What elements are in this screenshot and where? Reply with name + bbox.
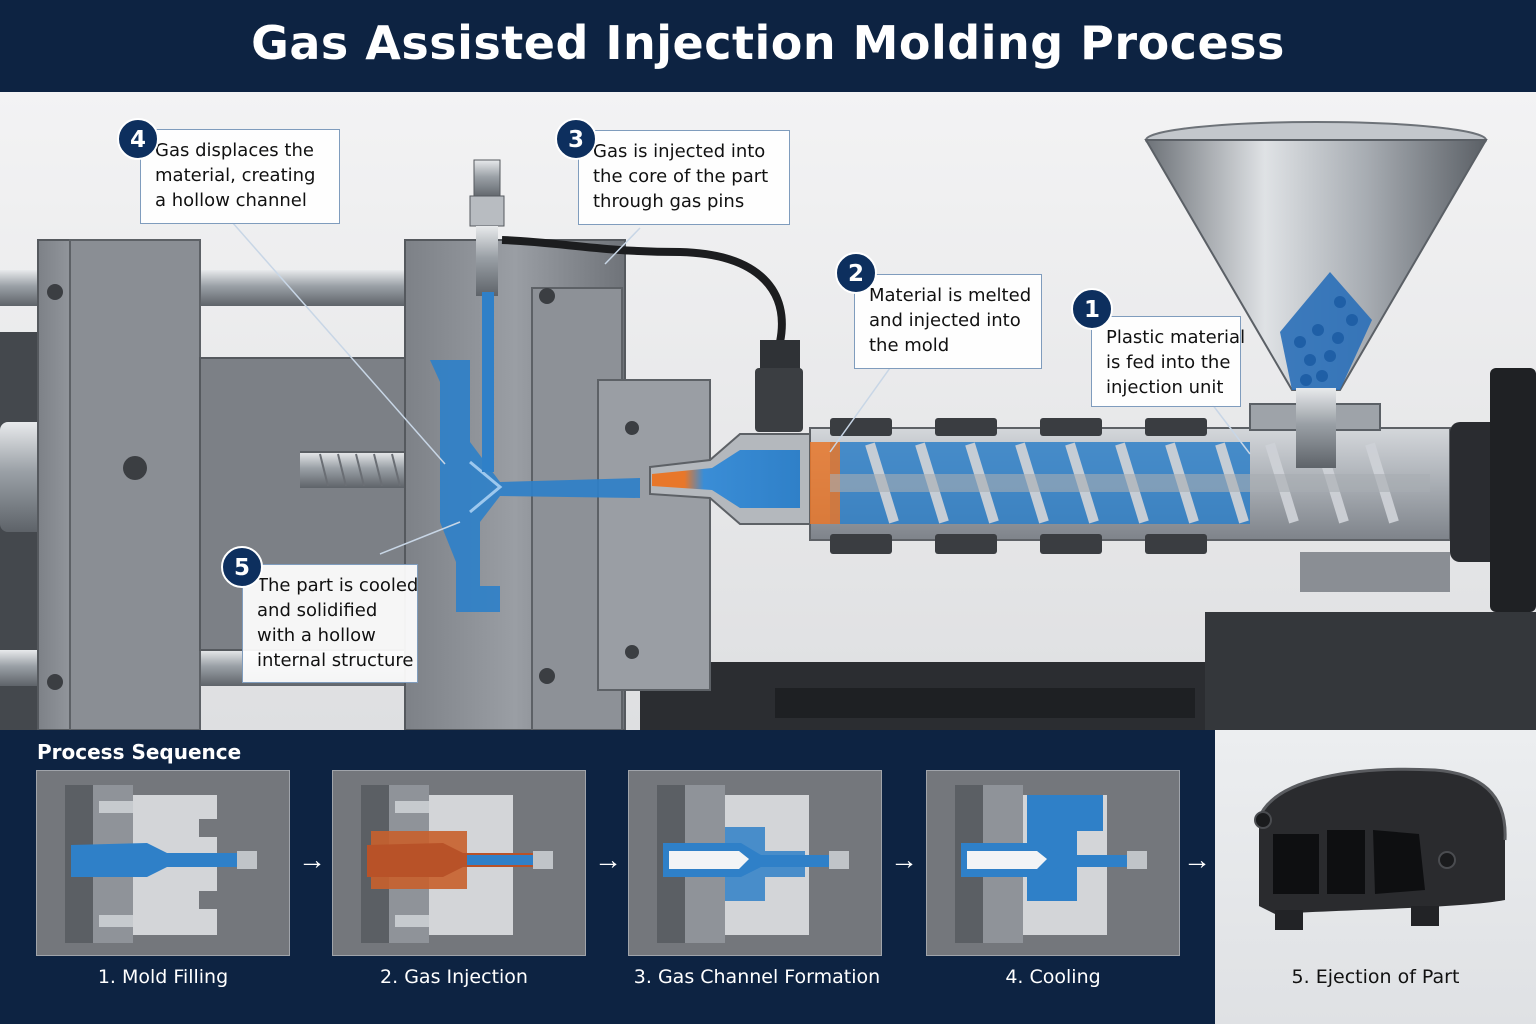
callout-3-line-1: Gas is injected into: [593, 141, 766, 162]
step-4-label: 4. Cooling: [1005, 966, 1101, 988]
callout-step-5: The part is cooled and solidified with a…: [242, 564, 418, 683]
callout-5-line-1: The part is cooled: [257, 575, 419, 596]
arrow-right-icon: →: [1183, 844, 1211, 875]
callout-2-line-3: the mold: [869, 335, 950, 356]
step-5-panel: 5. Ejection of Part: [1215, 730, 1536, 1024]
callout-1-line-1: Plastic material: [1106, 327, 1246, 348]
callout-4-line-1: Gas displaces the: [155, 140, 314, 161]
gas-channel-formation-diagram: [629, 771, 881, 955]
gas-injection-diagram: [333, 771, 585, 955]
arrow-right-icon: →: [890, 844, 918, 875]
step-badge-2: 2: [835, 252, 877, 294]
callout-5-line-4: internal structure: [257, 650, 414, 671]
callout-1-line-3: injection unit: [1106, 377, 1224, 398]
callout-2-line-2: and injected into: [869, 310, 1021, 331]
page-title: Gas Assisted Injection Molding Process: [251, 16, 1285, 70]
callout-1-line-2: is fed into the: [1106, 352, 1231, 373]
ejected-part-image: [1254, 767, 1507, 930]
step-badge-5: 5: [221, 546, 263, 588]
callout-3-line-2: the core of the part: [593, 166, 769, 187]
step-2-label: 2. Gas Injection: [380, 966, 528, 988]
cooling-diagram: [927, 771, 1179, 955]
callout-5-line-3: with a hollow: [257, 625, 376, 646]
callout-4-line-2: material, creating: [155, 165, 316, 186]
step-badge-4: 4: [117, 118, 159, 160]
callout-4-line-3: a hollow channel: [155, 190, 307, 211]
process-sequence-panel: Process Sequence 1. Mold Filling →: [0, 730, 1536, 1024]
callout-step-3: Gas is injected into the core of the par…: [578, 130, 790, 225]
injection-machine-graphic: [0, 92, 1536, 731]
callout-step-1: Plastic material is fed into the injecti…: [1091, 316, 1246, 407]
header-bar: Gas Assisted Injection Molding Process: [0, 0, 1536, 92]
process-sequence-title: Process Sequence: [37, 740, 242, 764]
callout-step-4: Gas displaces the material, creating a h…: [140, 129, 340, 224]
step-1-thumbnail: [36, 770, 290, 956]
callout-2-line-1: Material is melted: [869, 285, 1032, 306]
step-3-thumbnail: [628, 770, 882, 956]
callout-5-line-2: and solidified: [257, 600, 378, 621]
step-1-label: 1. Mold Filling: [97, 966, 229, 988]
mold-filling-diagram: [37, 771, 289, 955]
callout-step-2: Material is melted and injected into the…: [854, 274, 1042, 369]
step-badge-1: 1: [1071, 288, 1113, 330]
step-5-label: 5. Ejection of Part: [1291, 966, 1460, 988]
callout-3-line-3: through gas pins: [593, 191, 745, 212]
arrow-right-icon: →: [594, 844, 622, 875]
step-4-thumbnail: [926, 770, 1180, 956]
machine-illustration: Plastic material is fed into the injecti…: [0, 92, 1536, 731]
step-3-label: 3. Gas Channel Formation: [633, 966, 881, 988]
step-badge-3: 3: [555, 118, 597, 160]
arrow-right-icon: →: [298, 844, 326, 875]
step-2-thumbnail: [332, 770, 586, 956]
